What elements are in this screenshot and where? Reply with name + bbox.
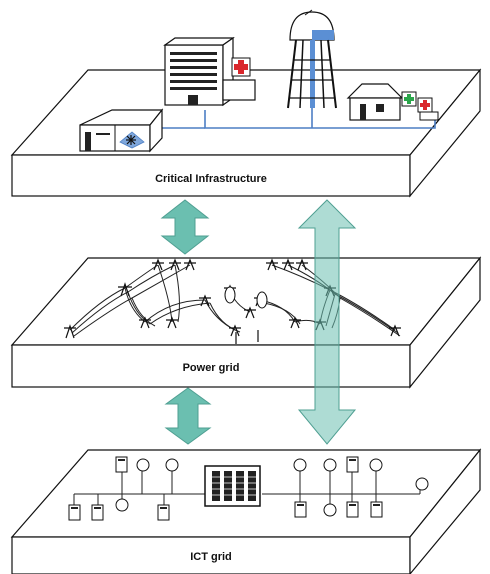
layer-ict-grid: ICT grid	[10, 448, 482, 574]
server-detail	[71, 459, 380, 509]
transformer-icon	[224, 286, 268, 309]
layer-label-critical-infrastructure: Critical Infrastructure	[155, 173, 267, 185]
layer-critical-infrastructure: Critical Infrastructure	[10, 9, 482, 198]
pharmacy-house-icon	[346, 83, 439, 121]
factory-icon	[79, 108, 164, 153]
layer-label-ict-grid: ICT grid	[190, 551, 232, 563]
arrow-critical-to-power	[160, 199, 210, 255]
layer-label-power-grid: Power grid	[183, 362, 240, 374]
transmission-lines-left	[69, 264, 241, 337]
layer-power-grid: Power grid	[10, 256, 482, 389]
arrow-critical-to-ict	[297, 199, 357, 445]
router-icon	[115, 458, 429, 517]
arrow-power-to-ict	[164, 387, 212, 445]
network-bus-lines	[73, 470, 421, 505]
datacenter-icon	[204, 465, 261, 507]
hospital-icon	[163, 36, 256, 107]
server-icon	[68, 456, 383, 521]
water-tower-icon	[287, 9, 337, 109]
